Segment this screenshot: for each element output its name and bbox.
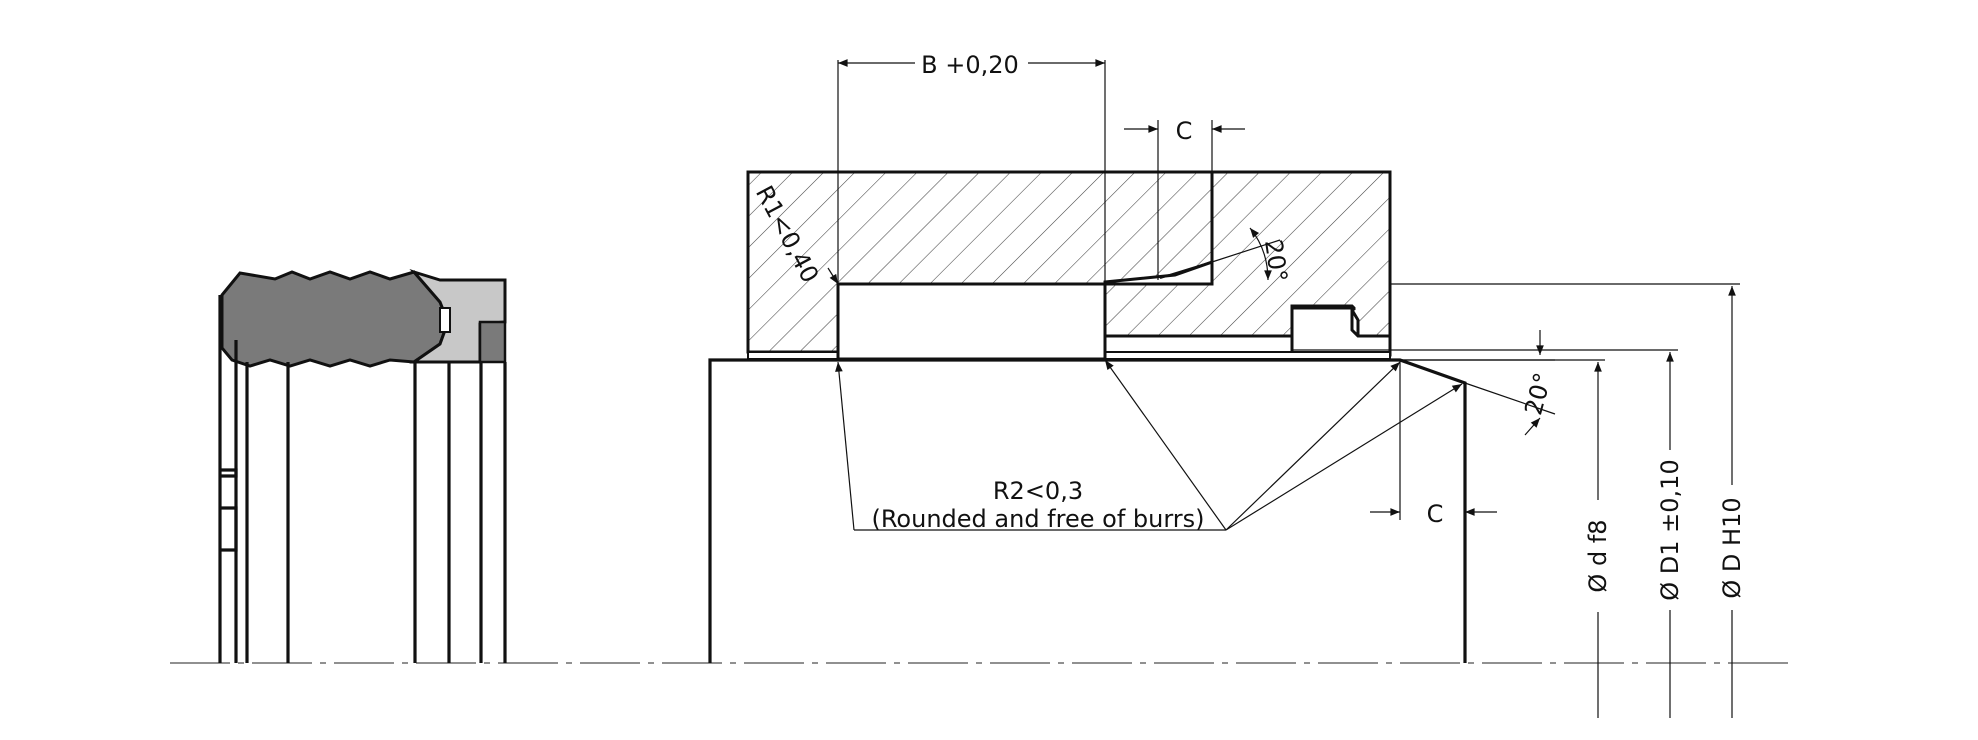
angle-rod-label: 20° xyxy=(1519,370,1557,418)
dim-diameters: Ø d f8 Ø D1 ±0,10 Ø D H10 xyxy=(1292,283,1746,718)
dim-chamfer-top: C xyxy=(1124,117,1245,145)
dim-angle-groove: 20° xyxy=(1211,227,1293,284)
dim-angle-rod: 20° xyxy=(1400,330,1557,436)
dim-b-label: B +0,20 xyxy=(921,51,1019,79)
seal-profile xyxy=(218,269,507,663)
dim-groove-width: B +0,20 xyxy=(838,51,1105,79)
dia-d1-label: Ø D1 ±0,10 xyxy=(1656,459,1684,600)
dim-c-top-label: C xyxy=(1176,117,1193,145)
dia-D-label: Ø D H10 xyxy=(1718,497,1746,598)
dim-radius-r2: R2<0,3 (Rounded and free of burrs) xyxy=(835,359,1463,533)
angle-groove-label: 20° xyxy=(1259,238,1293,284)
dia-d-label: Ø d f8 xyxy=(1584,519,1612,592)
r2-note: (Rounded and free of burrs) xyxy=(871,505,1204,533)
r2-label: R2<0,3 xyxy=(993,477,1083,505)
dim-chamfer-bottom: C xyxy=(1370,500,1497,528)
housing-section xyxy=(746,60,1392,361)
dim-c-bottom-label: C xyxy=(1427,500,1444,528)
